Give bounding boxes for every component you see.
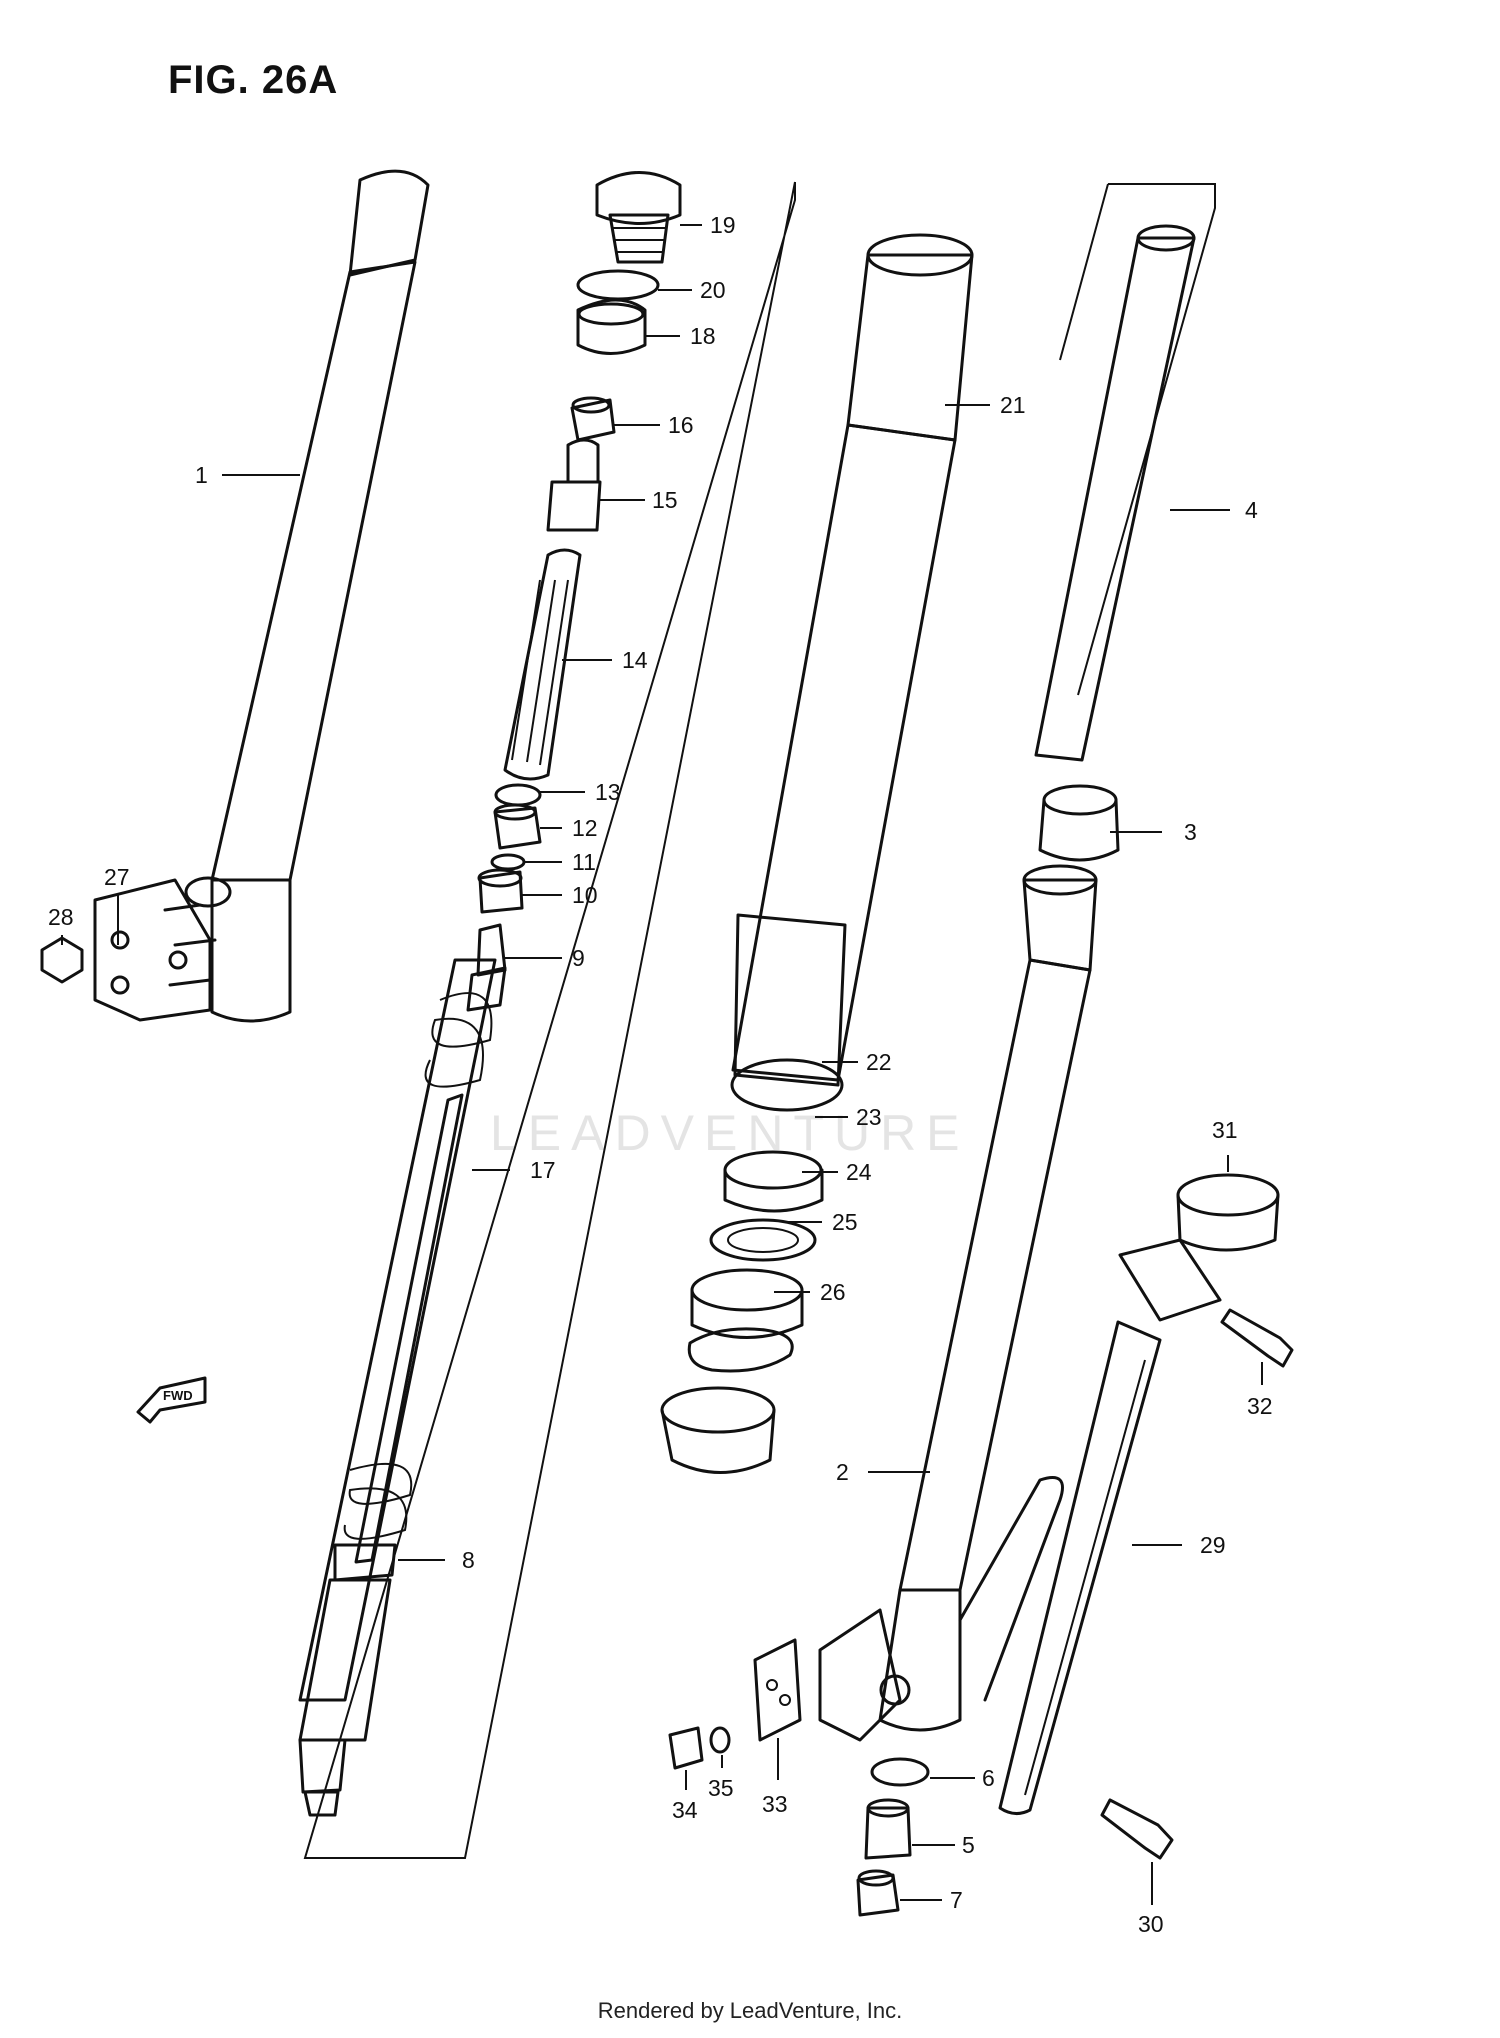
callout-25: 25 — [832, 1209, 858, 1235]
callout-26: 26 — [820, 1279, 846, 1305]
callout-31: 31 — [1212, 1117, 1238, 1143]
callout-27: 27 — [104, 864, 130, 890]
part-11-clip — [490, 853, 526, 871]
callout-14: 14 — [622, 647, 648, 673]
fwd-arrow-icon: FWD — [136, 1376, 207, 1424]
part-7-cap — [856, 1869, 900, 1917]
part-10-nut — [477, 868, 524, 914]
callout-9: 9 — [572, 945, 585, 971]
callout-23: 23 — [856, 1104, 882, 1130]
part-25-clip — [687, 1327, 794, 1373]
callout-34: 34 — [672, 1797, 698, 1823]
callout-4: 4 — [1245, 497, 1258, 523]
callout-22: 22 — [866, 1049, 892, 1075]
part-13-washer — [494, 783, 542, 807]
part-24-oil-seal — [690, 1268, 804, 1339]
callout-24: 24 — [846, 1159, 872, 1185]
part-16-nut — [570, 396, 616, 442]
callout-3: 3 — [1184, 819, 1197, 845]
fwd-label: FWD — [163, 1388, 193, 1403]
callout-17: 17 — [530, 1157, 556, 1183]
part-22-bushing — [723, 1150, 824, 1213]
callout-19: 19 — [710, 212, 736, 238]
callout-2: 2 — [836, 1459, 849, 1485]
part-8-cylinder — [298, 1462, 413, 1817]
callout-11: 11 — [572, 849, 596, 875]
callout-5: 5 — [962, 1832, 975, 1858]
part-2-outer-tube — [818, 864, 1098, 1742]
part-21-inner-tube — [730, 233, 974, 1112]
callout-28: 28 — [48, 904, 74, 930]
part-14-spring — [503, 548, 582, 781]
part-20-o-ring — [576, 269, 660, 301]
part-32-bolt — [1220, 1308, 1294, 1368]
part-6-gasket — [870, 1757, 930, 1787]
callout-21: 21 — [1000, 392, 1026, 418]
callout-1: 1 — [195, 462, 208, 488]
part-19-cap-bolt — [595, 171, 682, 264]
callout-15: 15 — [652, 487, 678, 513]
part-30-bolt — [1100, 1798, 1174, 1860]
callout-29: 29 — [1200, 1532, 1226, 1558]
part-29-fork-guard — [998, 1320, 1162, 1815]
group-outline-right — [1059, 183, 1216, 696]
callout-20: 20 — [700, 277, 726, 303]
callout-32: 32 — [1247, 1393, 1273, 1419]
part-15-rod — [546, 438, 602, 532]
callout-13: 13 — [595, 779, 621, 805]
callout-12: 12 — [572, 815, 598, 841]
part-34-bolt — [668, 1726, 704, 1770]
part-26-dust-seal — [660, 1386, 776, 1474]
footer-credit: Rendered by LeadVenture, Inc. — [597, 1998, 903, 2023]
group-outline-left — [303, 181, 796, 1859]
part-33-bracket — [753, 1638, 802, 1742]
part-4-inner-tube — [1034, 224, 1196, 762]
callout-10: 10 — [572, 882, 598, 908]
part-5-drain-bolt — [864, 1798, 912, 1860]
figure-title: FIG. 26A — [168, 58, 339, 102]
callout-30: 30 — [1138, 1911, 1164, 1937]
part-35-washer — [709, 1726, 731, 1754]
part-1-outer-tube — [93, 169, 430, 1023]
part-12-nut — [493, 803, 542, 850]
part-17-damper-rod — [298, 958, 497, 1702]
callouts: 1 2 3 4 5 6 7 8 9 10 11 12 13 14 15 16 1 — [48, 212, 1273, 1937]
callout-35: 35 — [708, 1775, 734, 1801]
callout-7: 7 — [950, 1887, 963, 1913]
callout-16: 16 — [668, 412, 694, 438]
part-23-washer — [709, 1218, 817, 1262]
callout-8: 8 — [462, 1547, 475, 1573]
callout-6: 6 — [982, 1765, 995, 1791]
callout-18: 18 — [690, 323, 716, 349]
watermark-text: LEADVENTURE — [490, 1105, 970, 1161]
callout-33: 33 — [762, 1791, 788, 1817]
part-18-spacer — [576, 298, 647, 355]
part-3-bushing — [1038, 784, 1120, 862]
part-31-clamp — [1118, 1173, 1280, 1322]
